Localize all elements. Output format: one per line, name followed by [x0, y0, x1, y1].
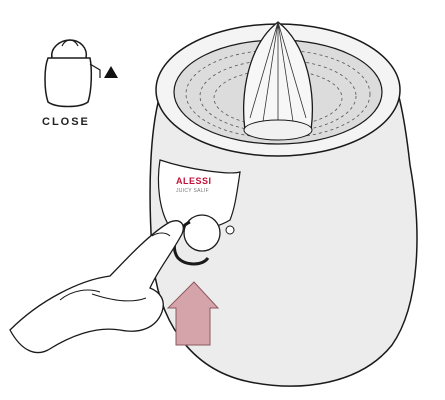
pitcher-close-icon	[45, 40, 118, 107]
brand-logo: ALESSI	[176, 176, 212, 186]
brand-subtext: JUICY SALIF	[176, 188, 209, 194]
close-label: CLOSE	[42, 116, 102, 128]
